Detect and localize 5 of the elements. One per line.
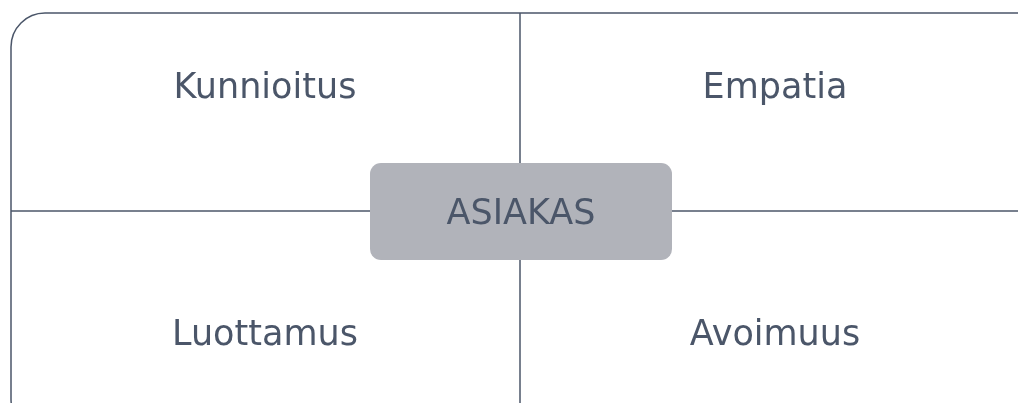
quadrant-label: Avoimuus	[689, 313, 861, 353]
center-box: ASIAKAS	[370, 163, 672, 260]
quadrant-label: Kunnioitus	[173, 66, 357, 106]
quadrant-label: Empatia	[702, 66, 848, 106]
quadrant-label: Luottamus	[172, 313, 358, 353]
